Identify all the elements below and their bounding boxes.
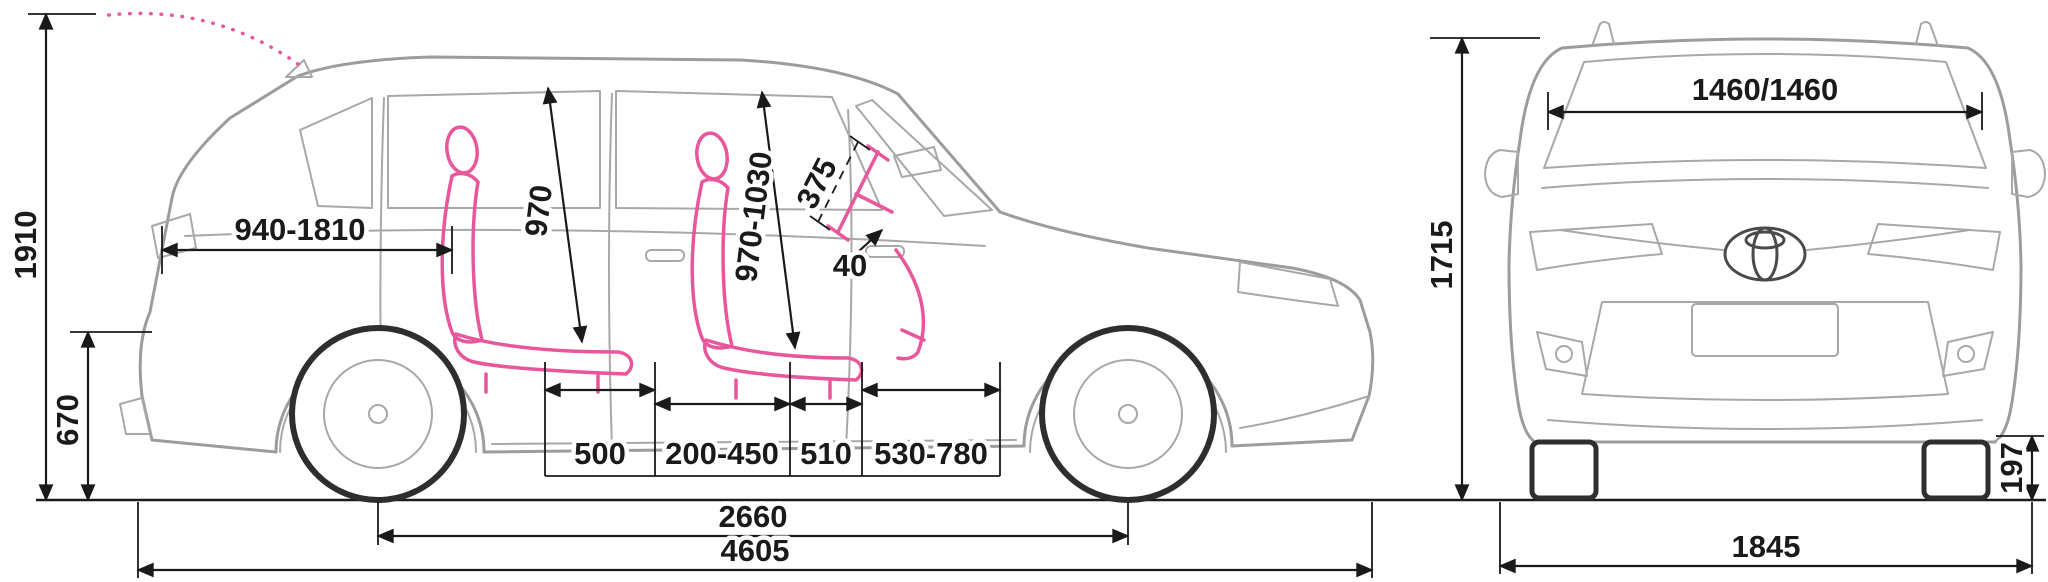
bumper-lip bbox=[1547, 419, 1983, 430]
dim-rear-headroom: 970-1030 bbox=[724, 90, 801, 350]
dim-seat-measurements: 500 200-450 510 530-780 bbox=[543, 362, 1002, 477]
rear-legroom-label: 530-780 bbox=[874, 436, 988, 471]
height-tailgate-open-label: 1910 bbox=[8, 211, 43, 280]
dim-steering-wheel: 375 bbox=[785, 135, 871, 231]
front-seat-cushion-label: 500 bbox=[574, 436, 626, 471]
shark-fin-antenna bbox=[285, 59, 313, 78]
left-fog-light bbox=[1555, 345, 1573, 363]
dim-cargo-length: 940-1810 bbox=[160, 208, 454, 274]
steering-column bbox=[854, 192, 894, 214]
front-bumper-crease bbox=[1239, 395, 1370, 429]
rear-bumper-step bbox=[119, 397, 151, 435]
pedal bbox=[900, 328, 926, 342]
overall-height-label: 1715 bbox=[1424, 221, 1459, 290]
dim-loading-height: 670 bbox=[46, 330, 152, 502]
front-left-tire bbox=[1529, 439, 1599, 501]
interior-accents bbox=[98, 11, 926, 400]
right-mirror bbox=[2011, 149, 2046, 198]
ground-clearance-label: 197 bbox=[1994, 442, 2029, 494]
rear-tire bbox=[289, 325, 467, 503]
left-fog-bezel bbox=[1536, 331, 1588, 377]
front-rim bbox=[1073, 359, 1183, 469]
front-tire bbox=[1039, 325, 1217, 503]
emblem-vertical-ellipse bbox=[1751, 226, 1779, 282]
cargo-length-label: 940-1810 bbox=[234, 212, 365, 247]
steering-wheel-rim bbox=[836, 150, 880, 234]
steering-wheel-label: 375 bbox=[789, 152, 844, 214]
emblem-outer-ellipse bbox=[1723, 226, 1807, 282]
dim-wheelbase: 2660 bbox=[376, 495, 1130, 545]
rear-headroom-label: 970-1030 bbox=[728, 150, 779, 284]
front-hub bbox=[1118, 404, 1138, 424]
front-door-handle bbox=[865, 245, 905, 258]
front-silhouette bbox=[1507, 37, 2023, 444]
right-headlight bbox=[1867, 223, 2001, 271]
dim-overall-width: 1845 bbox=[1498, 502, 2034, 574]
steering-adjustment-label: 40 bbox=[833, 248, 867, 283]
dimension-line bbox=[756, 90, 801, 350]
front-door-line bbox=[608, 93, 613, 451]
grille-wing-left bbox=[1559, 229, 1724, 251]
rear-window bbox=[299, 97, 373, 209]
right-fog-light bbox=[1957, 345, 1975, 363]
seat-slide-range-label: 200-450 bbox=[665, 436, 779, 471]
license-plate bbox=[1691, 303, 1839, 357]
rear-rim bbox=[323, 359, 433, 469]
side-view-car bbox=[119, 55, 1375, 503]
headlight bbox=[1237, 261, 1339, 307]
left-mirror bbox=[1484, 149, 1519, 198]
rear-door-handle bbox=[645, 249, 685, 262]
rear-seat-legs bbox=[734, 378, 832, 400]
rear-hub bbox=[368, 404, 388, 424]
front-windshield bbox=[1543, 53, 1987, 169]
rocker-line bbox=[491, 439, 1017, 445]
rear-seat-cushion-label: 510 bbox=[800, 436, 852, 471]
front-seat-cushion bbox=[453, 332, 634, 376]
rear-headrest bbox=[695, 131, 729, 181]
lower-grille bbox=[1581, 301, 1949, 401]
grille-wing-right bbox=[1806, 229, 1971, 251]
wheelbase-label: 2660 bbox=[719, 499, 788, 534]
hood-crease bbox=[1541, 178, 1989, 189]
dim-overall-length: 4605 bbox=[136, 502, 1374, 578]
steering-wheel bbox=[826, 144, 926, 361]
rear-door-window bbox=[387, 90, 601, 209]
rear-seat-cushion bbox=[703, 338, 864, 382]
left-headlight bbox=[1529, 223, 1663, 271]
footwell-line bbox=[894, 248, 926, 361]
front-seat bbox=[440, 125, 634, 394]
front-headroom-label: 970 bbox=[518, 183, 559, 239]
track-width-label: 1460/1460 bbox=[1692, 72, 1839, 107]
dim-overall-height: 1715 bbox=[1420, 36, 1540, 502]
tailgate-swing-arc bbox=[98, 11, 300, 66]
front-seatback bbox=[440, 171, 484, 344]
toyota-emblem bbox=[1723, 226, 1807, 282]
emblem-top-ellipse bbox=[1744, 230, 1786, 250]
leader-arrow bbox=[857, 228, 884, 253]
loading-height-label: 670 bbox=[50, 394, 85, 446]
side-mirror bbox=[893, 146, 942, 178]
overall-width-label: 1845 bbox=[1732, 529, 1801, 564]
steering-wheel-ticks bbox=[826, 144, 890, 242]
dim-height-tailgate-open: 1910 bbox=[4, 12, 96, 502]
dim-front-headroom: 970 bbox=[514, 86, 588, 344]
front-view-car bbox=[1484, 21, 2046, 501]
right-roof-rail-end bbox=[1915, 21, 1939, 47]
dim-ground-clearance: 197 bbox=[1990, 434, 2044, 502]
windshield bbox=[855, 99, 993, 217]
dim-steering-adjustment: 40 bbox=[828, 228, 884, 288]
rear-seatback bbox=[690, 177, 734, 350]
right-fog-bezel bbox=[1942, 331, 1994, 377]
rear-seat bbox=[690, 131, 864, 400]
front-headrest bbox=[445, 125, 479, 175]
dimension-line bbox=[542, 86, 588, 344]
left-roof-rail-end bbox=[1591, 21, 1615, 47]
front-right-tire bbox=[1921, 439, 1991, 501]
extension-ticks bbox=[809, 135, 871, 231]
overall-length-label: 4605 bbox=[721, 533, 790, 568]
dim-track-width: 1460/1460 bbox=[1546, 68, 1984, 130]
